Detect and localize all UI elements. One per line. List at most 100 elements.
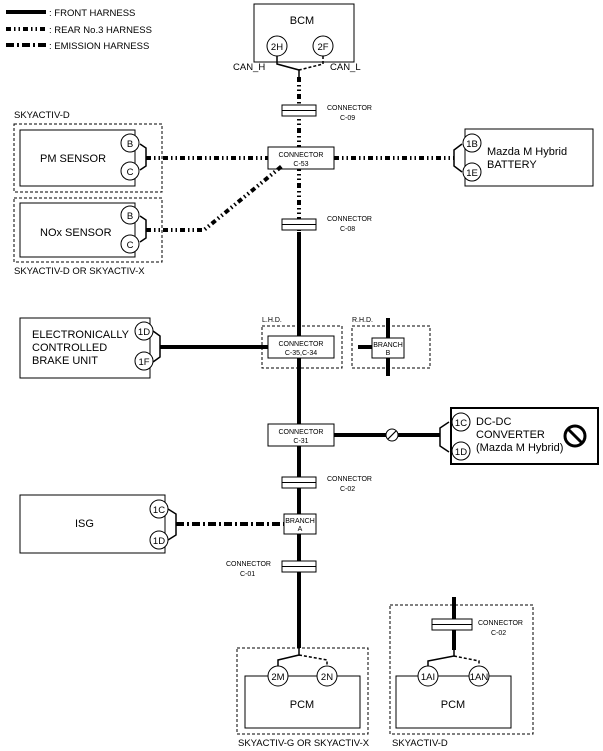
connector-c01-label: CONNECTOR xyxy=(226,561,271,568)
brake-unit-box xyxy=(19,317,151,379)
legend: : FRONT HARNESS : REAR No.3 HARNESS : EM… xyxy=(6,8,152,52)
dcdc-pin-1c xyxy=(451,412,471,432)
pcm-right-group: SKYACTIV-D CONNECTOR C-02 PCM 1AI 1AN xyxy=(389,597,534,749)
dcdc-label-1: DC-DC xyxy=(476,416,511,428)
connector-c08-id: C-08 xyxy=(340,226,355,233)
pm-sensor-box xyxy=(19,129,136,187)
pcm-right-pin-1an-label: 1AN xyxy=(470,672,489,683)
connector-c02b-id: C-02 xyxy=(491,630,506,637)
nox-sensor-pin-c-label: C xyxy=(127,240,134,251)
bcm-label: BCM xyxy=(290,15,314,27)
rhd-group: R.H.D. BRANCH B xyxy=(351,317,431,376)
group-skyactiv-d-bottom-border xyxy=(389,604,534,735)
connector-c31: CONNECTOR C-31 xyxy=(267,423,440,447)
connector-c35-box xyxy=(267,335,335,359)
not-equipped-icon xyxy=(563,424,587,448)
connector-c35-id: C-35,C-34 xyxy=(285,350,317,357)
connector-c08: CONNECTOR C-08 xyxy=(281,216,372,233)
pcm-left-group: SKYACTIV-G OR SKYACTIV-X PCM 2M 2N xyxy=(236,647,370,749)
pcm-left-pin-2n xyxy=(316,665,338,687)
connector-c02-label: CONNECTOR xyxy=(327,476,372,483)
group-rhd-label: R.H.D. xyxy=(352,317,373,324)
connector-c09-label: CONNECTOR xyxy=(327,105,372,112)
group-skyactiv-d-top-border xyxy=(13,123,163,193)
brake-unit-wire xyxy=(152,330,161,363)
battery-label-2: BATTERY xyxy=(487,159,537,171)
group-lhd-label: L.H.D. xyxy=(262,317,282,324)
pcm-right-box xyxy=(395,675,512,729)
dcdc-label-3: (Mazda M Hybrid) xyxy=(476,442,563,454)
pcm-left-wire-l xyxy=(298,654,328,668)
battery: 1B 1E Mazda M Hybrid BATTERY xyxy=(453,128,594,187)
isg-wire xyxy=(167,508,177,541)
brake-unit-pin-1f xyxy=(134,351,154,371)
brake-unit-pin-1f-label: 1F xyxy=(138,357,149,368)
connector-c35-label: CONNECTOR xyxy=(279,341,324,348)
isg-pin-1d-label: 1D xyxy=(153,536,165,547)
battery-pin-1e-label: 1E xyxy=(466,168,478,179)
lhd-group: L.H.D. CONNECTOR C-35,C-34 xyxy=(261,317,343,369)
group-skyactiv-g-or-x-label: SKYACTIV-G OR SKYACTIV-X xyxy=(238,738,370,749)
dcdc-pin-1c-label: 1C xyxy=(455,418,467,429)
branch-b-id: B xyxy=(386,350,391,357)
pcm-left-pin-2m xyxy=(267,665,289,687)
connector-c08-label: CONNECTOR xyxy=(327,216,372,223)
legend-front-label: : FRONT HARNESS xyxy=(49,8,135,19)
bcm-pin-2f-label: 2F xyxy=(317,42,328,53)
brake-unit-pin-1d-label: 1D xyxy=(138,327,150,338)
connector-c09: CONNECTOR C-09 xyxy=(281,104,372,122)
dcdc-wire xyxy=(439,421,450,453)
dcdc-pin-1d-label: 1D xyxy=(455,447,467,458)
branch-a: BRANCH A xyxy=(283,513,317,535)
brake-unit-label-1: ELECTRONICALLY xyxy=(32,329,130,341)
pcm-right-wire-h xyxy=(427,650,455,667)
branch-b-box xyxy=(371,337,405,359)
dcdc-converter: 1C 1D DC-DC CONVERTER (Mazda M Hybrid) xyxy=(439,407,599,465)
nox-sensor-label: NOx SENSOR xyxy=(40,227,112,239)
connector-c02b-label: CONNECTOR xyxy=(478,620,523,627)
connector-c31-id: C-31 xyxy=(293,438,308,445)
pcm-right-wire-l xyxy=(453,655,480,667)
nox-sensor-box xyxy=(19,202,136,258)
pcm-right-pin-1ai xyxy=(417,665,439,687)
brake-unit-label-3: BRAKE UNIT xyxy=(32,355,98,367)
not-equipped-small-icon-slash xyxy=(387,430,397,440)
nox-sensor-group: SKYACTIV-D OR SKYACTIV-X NOx SENSOR B C xyxy=(13,164,284,277)
group-skyactiv-d-or-x-border xyxy=(13,197,163,263)
connector-c01: CONNECTOR C-01 xyxy=(226,560,317,578)
brake-unit-pin-1d xyxy=(134,321,154,341)
dcdc-label-2: CONVERTER xyxy=(476,429,545,441)
bcm-pin-2h xyxy=(266,35,288,57)
legend-emission-label: : EMISSION HARNESS xyxy=(49,41,149,52)
pm-sensor-pin-b xyxy=(120,133,140,153)
nox-sensor-pin-b xyxy=(120,205,140,225)
pm-sensor-pin-b-label: B xyxy=(127,139,133,150)
isg-box xyxy=(19,494,166,554)
isg-label: ISG xyxy=(75,518,94,530)
group-skyactiv-d-top-label: SKYACTIV-D xyxy=(14,110,70,121)
pcm-right-pin-1an xyxy=(468,665,490,687)
can-h-label: CAN_H xyxy=(233,62,265,73)
pcm-right-label: PCM xyxy=(441,699,465,711)
can-l-label: CAN_L xyxy=(330,62,361,73)
legend-rear-label: : REAR No.3 HARNESS xyxy=(49,25,152,36)
nox-sensor-harness xyxy=(146,164,284,232)
group-skyactiv-d-or-x-label: SKYACTIV-D OR SKYACTIV-X xyxy=(14,266,145,277)
connector-c01-id: C-01 xyxy=(240,571,255,578)
group-skyactiv-g-or-x-border xyxy=(236,647,369,735)
bcm-pin-2h-label: 2H xyxy=(271,42,283,53)
pcm-left-label: PCM xyxy=(290,699,314,711)
pm-sensor-pin-c xyxy=(120,161,140,181)
battery-wire xyxy=(453,143,463,173)
pcm-right-pin-1ai-label: 1AI xyxy=(421,672,435,683)
branch-b-label: BRANCH xyxy=(373,342,403,349)
nox-sensor-wire xyxy=(139,215,147,243)
branch-a-box xyxy=(283,513,317,535)
bcm-wire-l xyxy=(298,56,324,71)
connector-c53-label: CONNECTOR xyxy=(279,152,324,159)
pm-sensor-group: SKYACTIV-D PM SENSOR B C xyxy=(13,110,268,193)
bcm: BCM 2H 2F CAN_H CAN_L xyxy=(233,3,361,77)
connector-c09-id: C-09 xyxy=(340,115,355,122)
bcm-wire-h xyxy=(276,56,300,77)
